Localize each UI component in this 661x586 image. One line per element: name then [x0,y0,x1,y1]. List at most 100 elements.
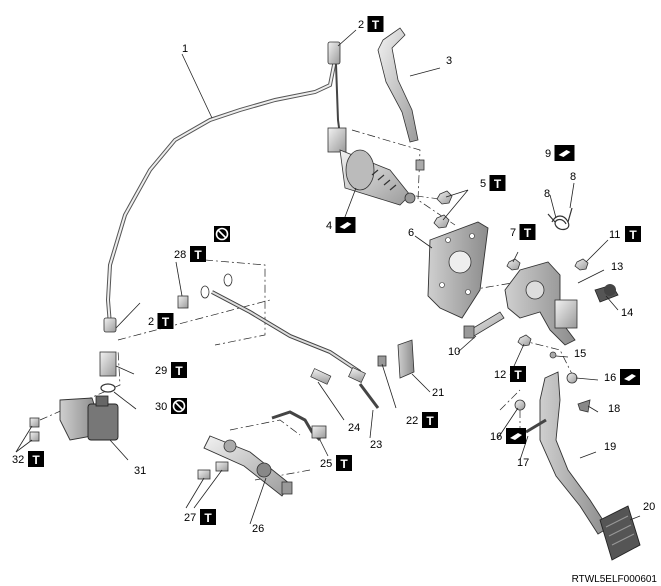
svg-text:T: T [175,364,183,378]
gasket-30 [100,383,116,393]
callout-c33 [214,226,230,242]
nut-5a [436,190,453,205]
return-spring [547,207,573,231]
pedal-clip [577,399,591,413]
grease-icon [335,217,356,233]
bolts-32 [29,417,40,442]
callout-number: 30 [155,401,167,413]
callout-c31: 31 [134,465,146,477]
callout-number: 15 [574,348,586,360]
callout-c20: 20 [643,501,655,513]
nut-5b [433,214,450,229]
callout-number: 16 [604,372,616,384]
svg-text:T: T [162,315,170,329]
slave-cylinder [59,395,119,441]
nut-7 [506,258,521,271]
callout-number: 2 [148,316,154,328]
callout-c22: 22 T [406,412,438,428]
callout-c16a: 16 [604,369,640,385]
callout-number: 18 [608,403,620,415]
svg-text:T: T [524,226,532,240]
callout-c30: 30 [155,398,187,414]
torque-icon: T [489,175,506,191]
callout-c28: 28 T [174,246,206,262]
svg-text:T: T [514,368,522,382]
torque-icon: T [625,226,641,242]
no-reuse-icon [214,226,230,242]
callout-number: 31 [134,465,146,477]
grease-icon [554,145,575,161]
cylinder-assembly [203,435,293,497]
pedal-pin [525,418,547,434]
svg-text:T: T [340,457,348,471]
callout-c18: 18 [608,403,620,415]
callout-c14: 14 [621,307,633,319]
callout-number: 11 [609,229,620,241]
callout-number: 3 [446,55,452,67]
flexible-hose [211,290,366,385]
callout-number: 24 [348,422,360,434]
washer-pair [200,273,233,299]
figure-code: RTWL5ELF000601 [572,574,658,585]
clutch-pipe [105,59,337,326]
callout-number: 8 [570,171,576,183]
svg-text:T: T [204,511,212,525]
callout-number: 10 [448,346,460,358]
callout-c13: 13 [611,261,623,273]
callout-number: 13 [611,261,623,273]
bleeder-bolt-28 [177,295,189,309]
clip-15 [549,351,557,359]
callout-number: 26 [252,523,264,535]
torque-icon: T [171,362,187,378]
callout-number: 29 [155,365,167,377]
svg-text:T: T [372,18,380,32]
torque-icon: T [200,509,216,525]
callout-number: 12 [494,369,506,381]
callout-number: 6 [408,227,414,239]
pipe-23 [358,383,380,409]
callout-c9: 9 [545,145,575,161]
callout-number: 4 [326,220,332,232]
no-reuse-icon [171,398,187,414]
callout-number: 20 [643,501,655,513]
clutch-hose [377,27,419,143]
callout-number: 28 [174,249,186,261]
callout-c17: 17 [517,457,529,469]
pedal-bracket [504,261,578,346]
callout-c29: 29 T [155,362,187,378]
torque-icon: T [28,451,44,467]
torque-icon: T [422,412,438,428]
callout-number: 22 [406,415,418,427]
torque-icon: T [510,366,526,382]
clutch-pedal [539,371,609,535]
callout-number: 19 [604,441,616,453]
gasket-plate [427,221,489,319]
callout-number: 16 [490,431,502,443]
callout-c10: 10 [448,346,460,358]
clutch-master-cylinder [327,127,416,206]
grease-icon [506,428,526,444]
bolts-27 [197,461,229,480]
svg-text:T: T [426,414,434,428]
callout-number: 7 [510,227,516,239]
callout-c4: 4 [326,217,356,233]
pivot-bolt [463,311,505,339]
torque-icon: T [367,16,384,32]
callout-number: 17 [517,457,529,469]
svg-text:T: T [194,248,202,262]
torque-icon: T [519,224,536,240]
torque-icon: T [190,246,206,262]
clutch-switch [594,284,619,303]
svg-text:T: T [629,228,637,242]
grease-icon [620,369,640,385]
pipe-fitting-bottom [103,317,117,333]
callout-number: 5 [480,178,486,190]
torque-icon: T [336,455,352,471]
callout-number: 2 [358,19,364,31]
callout-c1: 1 [182,43,188,55]
